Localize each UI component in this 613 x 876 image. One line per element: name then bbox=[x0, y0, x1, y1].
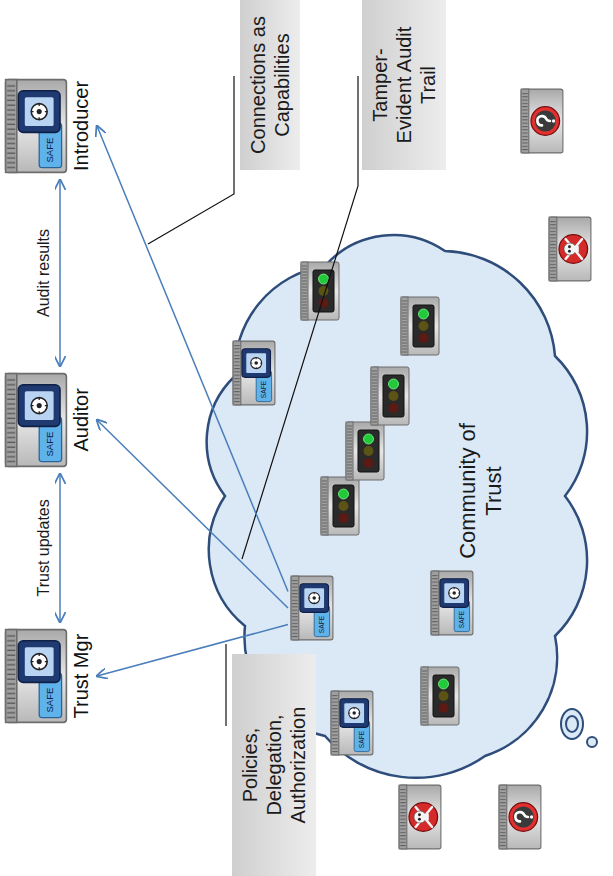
unknown-server bbox=[499, 785, 541, 849]
safe-icon bbox=[331, 691, 373, 755]
safe-server: SAFE Trust Mgr bbox=[4, 628, 93, 724]
callout-text: Policies, Delegation, Authorization bbox=[238, 690, 310, 840]
leader-line bbox=[148, 76, 234, 244]
server-icon bbox=[346, 422, 384, 480]
bubble bbox=[587, 737, 597, 747]
safe-icon bbox=[233, 341, 275, 405]
thought-bubble bbox=[561, 709, 597, 747]
community-cloud: Community of TrustSAFESAFESAFESAFE bbox=[205, 246, 565, 796]
safe-tab-label: SAFE bbox=[39, 682, 61, 717]
connector-arrow bbox=[97, 126, 288, 592]
server-icon bbox=[430, 570, 474, 636]
safe-server: SAFE bbox=[290, 575, 334, 641]
safe-icon bbox=[6, 374, 67, 467]
server-icon bbox=[301, 262, 339, 320]
server-icon bbox=[4, 372, 68, 468]
callout-box: Policies, Delegation, Authorization bbox=[232, 654, 316, 876]
connector-arrow bbox=[59, 180, 61, 366]
safe-icon bbox=[6, 630, 67, 723]
safe-tab-label: SAFE bbox=[454, 607, 469, 631]
safe-icon bbox=[291, 576, 333, 640]
safe-tab-label: SAFE bbox=[39, 426, 61, 461]
server-icon bbox=[330, 690, 374, 756]
callout-text: Tamper- Evident Audit Trail bbox=[368, 18, 440, 153]
callout-box: Tamper- Evident Audit Trail bbox=[362, 0, 446, 170]
server-icon bbox=[4, 628, 68, 724]
server-icon bbox=[401, 297, 439, 355]
safe-server: SAFE bbox=[330, 690, 374, 756]
callout-box: Connections as Capabilities bbox=[240, 0, 300, 170]
safe-server: SAFE Auditor bbox=[4, 372, 93, 468]
edge-label: Audit results bbox=[35, 229, 53, 317]
unknown-server bbox=[521, 89, 563, 153]
safe-icon bbox=[6, 80, 67, 173]
safe-tab-label: SAFE bbox=[314, 612, 329, 636]
connector-arrow bbox=[59, 474, 61, 622]
cloud-shape bbox=[207, 235, 587, 778]
server-name: Introducer bbox=[70, 81, 93, 171]
server-icon bbox=[321, 477, 359, 535]
server-icon bbox=[4, 78, 68, 174]
server-icon bbox=[290, 575, 334, 641]
cloud-outline bbox=[205, 246, 565, 796]
safe-tab-label: SAFE bbox=[39, 132, 61, 167]
server-icon bbox=[232, 340, 276, 406]
bubble bbox=[561, 709, 583, 739]
edge-label: Trust updates bbox=[35, 499, 53, 596]
server-icon bbox=[371, 367, 409, 425]
server-name: Auditor bbox=[70, 388, 93, 451]
malicious-server bbox=[399, 785, 441, 849]
safe-icon bbox=[431, 571, 473, 635]
safe-server: SAFE Introducer bbox=[4, 78, 93, 174]
bubble bbox=[566, 716, 578, 732]
leader-line bbox=[225, 644, 226, 726]
safe-server: SAFE bbox=[430, 570, 474, 636]
cloud-title: Community of Trust bbox=[455, 416, 508, 566]
callout-text: Connections as Capabilities bbox=[246, 10, 294, 160]
server-name: Trust Mgr bbox=[70, 634, 93, 719]
malicious-server bbox=[549, 217, 591, 281]
safe-server: SAFE bbox=[232, 340, 276, 406]
safe-tab-label: SAFE bbox=[354, 727, 369, 751]
server-icon bbox=[421, 667, 459, 725]
safe-tab-label: SAFE bbox=[256, 377, 271, 401]
